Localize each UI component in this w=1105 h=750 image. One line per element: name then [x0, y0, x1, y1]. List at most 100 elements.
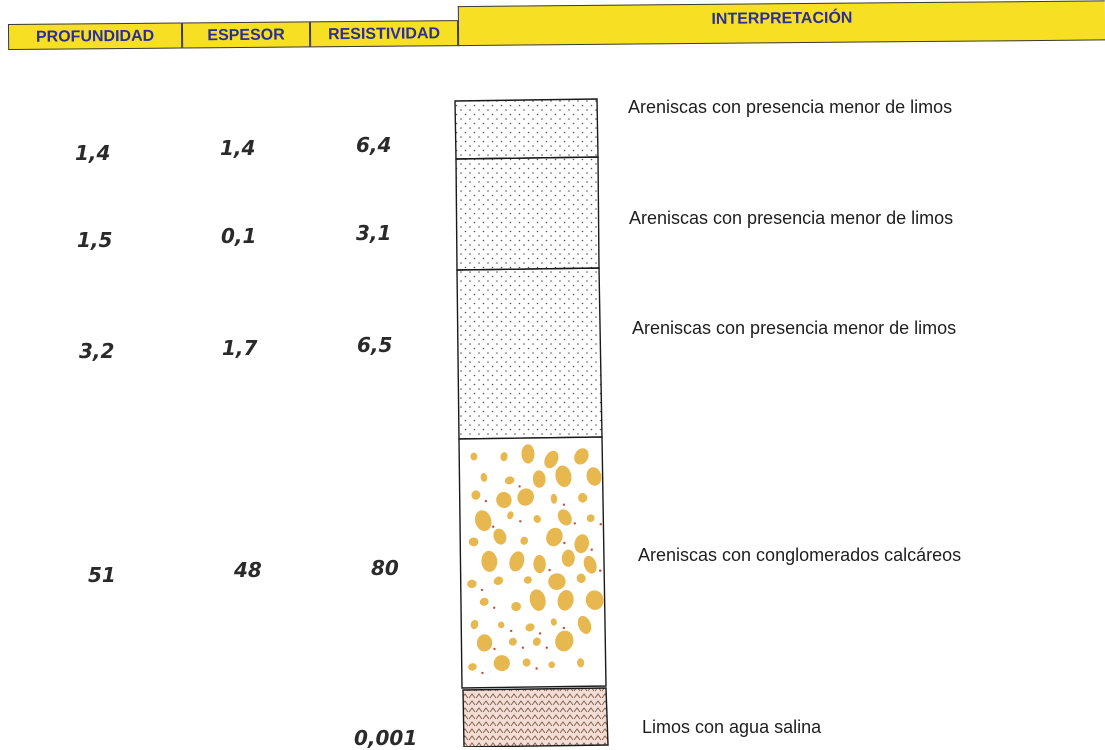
layer-3-interpretacion: Areniscas con presencia menor de limos: [632, 318, 957, 338]
gravel-clast: [548, 573, 566, 590]
gravel-clast: [520, 536, 529, 545]
gravel-clast: [508, 637, 517, 646]
gravel-clast: [468, 537, 479, 547]
gravel-speck: [573, 522, 576, 525]
gravel-clast: [525, 623, 535, 632]
gravel-clast: [493, 655, 510, 672]
gravel-clast: [522, 658, 531, 667]
gravel-clast: [467, 579, 477, 589]
gravel-speck: [599, 569, 602, 572]
gravel-clast: [470, 452, 478, 461]
gravel-speck: [510, 629, 513, 633]
gravel-speck: [492, 525, 495, 528]
gravel-clast: [544, 450, 559, 469]
layer-3-box: [456, 267, 603, 440]
gravel-clast: [546, 527, 563, 547]
gravel-clast: [471, 490, 481, 500]
gravel-clast: [507, 511, 514, 520]
layer-3-resistividad: 6,5: [357, 333, 393, 357]
gravel-clast: [586, 467, 602, 486]
gravel-clast: [550, 618, 557, 626]
layer-4-profundidad: 51: [88, 563, 116, 587]
gravel-clast: [479, 597, 489, 606]
gravel-clast: [574, 534, 590, 554]
layer-1-interpretacion: Areniscas con presencia menor de limos: [628, 97, 953, 117]
gravel-clast: [532, 637, 541, 646]
gravel-speck: [545, 646, 548, 649]
gravel-clast: [533, 515, 541, 523]
gravel-speck: [538, 632, 542, 635]
gravel-speck: [562, 626, 565, 630]
gravel-clast: [517, 488, 535, 506]
gravel-speck: [521, 646, 525, 649]
layer-1-resistividad: 6,4: [356, 133, 392, 157]
gravel-clast: [555, 465, 572, 488]
layer-1-profundidad: 1,4: [75, 141, 111, 165]
layer-2-interpretacion: Areniscas con presencia menor de limos: [629, 208, 954, 228]
gravel-clast: [576, 658, 585, 668]
layer-5-resistividad: 0,001: [354, 726, 418, 750]
gravel-clast: [557, 509, 572, 526]
gravel-clast: [533, 555, 546, 574]
gravel-texture: [467, 444, 604, 675]
gravel-speck: [493, 647, 496, 651]
gravel-clast: [496, 491, 512, 509]
gravel-clast: [583, 555, 597, 574]
gravel-speck: [563, 541, 566, 545]
gravel-clast: [493, 528, 507, 545]
gravel-clast: [555, 630, 574, 652]
gravel-speck: [518, 485, 521, 488]
layer-1-espesor: 1,4: [220, 136, 256, 160]
layer-2-profundidad: 1,5: [77, 228, 113, 252]
gravel-clast: [548, 661, 556, 669]
layer-4-espesor: 48: [234, 558, 262, 582]
layer-2-espesor: 0,1: [221, 224, 257, 248]
gravel-clast: [577, 615, 592, 634]
gravel-clast: [476, 634, 493, 652]
layer-5-box: [462, 687, 609, 747]
layer-4-box: [458, 436, 607, 689]
gravel-clast: [578, 493, 588, 503]
gravel-clast: [468, 663, 477, 671]
gravel-speck: [480, 588, 484, 592]
gravel-clast: [585, 590, 604, 610]
gravel-speck: [493, 606, 496, 609]
layer-5-interpretacion: Limos con agua salina: [642, 717, 822, 737]
gravel-clast: [511, 601, 521, 612]
layer-3-profundidad: 3,2: [79, 339, 115, 363]
gravel-clast: [529, 589, 546, 611]
gravel-clast: [481, 550, 498, 572]
layer-2-box: [455, 156, 600, 271]
gravel-clast: [574, 448, 589, 465]
gravel-clast: [480, 472, 488, 482]
gravel-clast: [470, 619, 479, 630]
gravel-speck: [562, 503, 566, 506]
gravel-speck: [548, 568, 551, 572]
gravel-clast: [521, 444, 535, 464]
layer-4-interpretacion: Areniscas con conglomerados calcáreos: [638, 545, 962, 565]
gravel-clast: [586, 514, 595, 523]
gravel-clast: [550, 493, 558, 504]
gravel-speck: [484, 499, 488, 503]
gravel-clast: [504, 476, 515, 485]
gravel-speck: [599, 523, 602, 526]
layer-1-box: [454, 98, 599, 160]
gravel-clast: [497, 621, 505, 629]
gravel-speck: [519, 520, 522, 523]
gravel-clast: [532, 470, 546, 488]
gravel-clast: [557, 589, 574, 611]
gravel-clast: [523, 576, 532, 584]
gravel-speck: [481, 671, 484, 675]
gravel-speck: [535, 667, 538, 670]
gravel-clast: [493, 576, 504, 586]
gravel-clast: [561, 549, 575, 567]
layer-2-resistividad: 3,1: [356, 221, 392, 245]
gravel-clast: [576, 573, 586, 583]
layer-4-resistividad: 80: [371, 556, 399, 580]
gravel-clast: [474, 510, 492, 532]
gravel-speck: [590, 548, 593, 551]
gravel-clast: [500, 452, 508, 462]
layer-3-espesor: 1,7: [222, 336, 258, 360]
gravel-clast: [509, 551, 525, 572]
